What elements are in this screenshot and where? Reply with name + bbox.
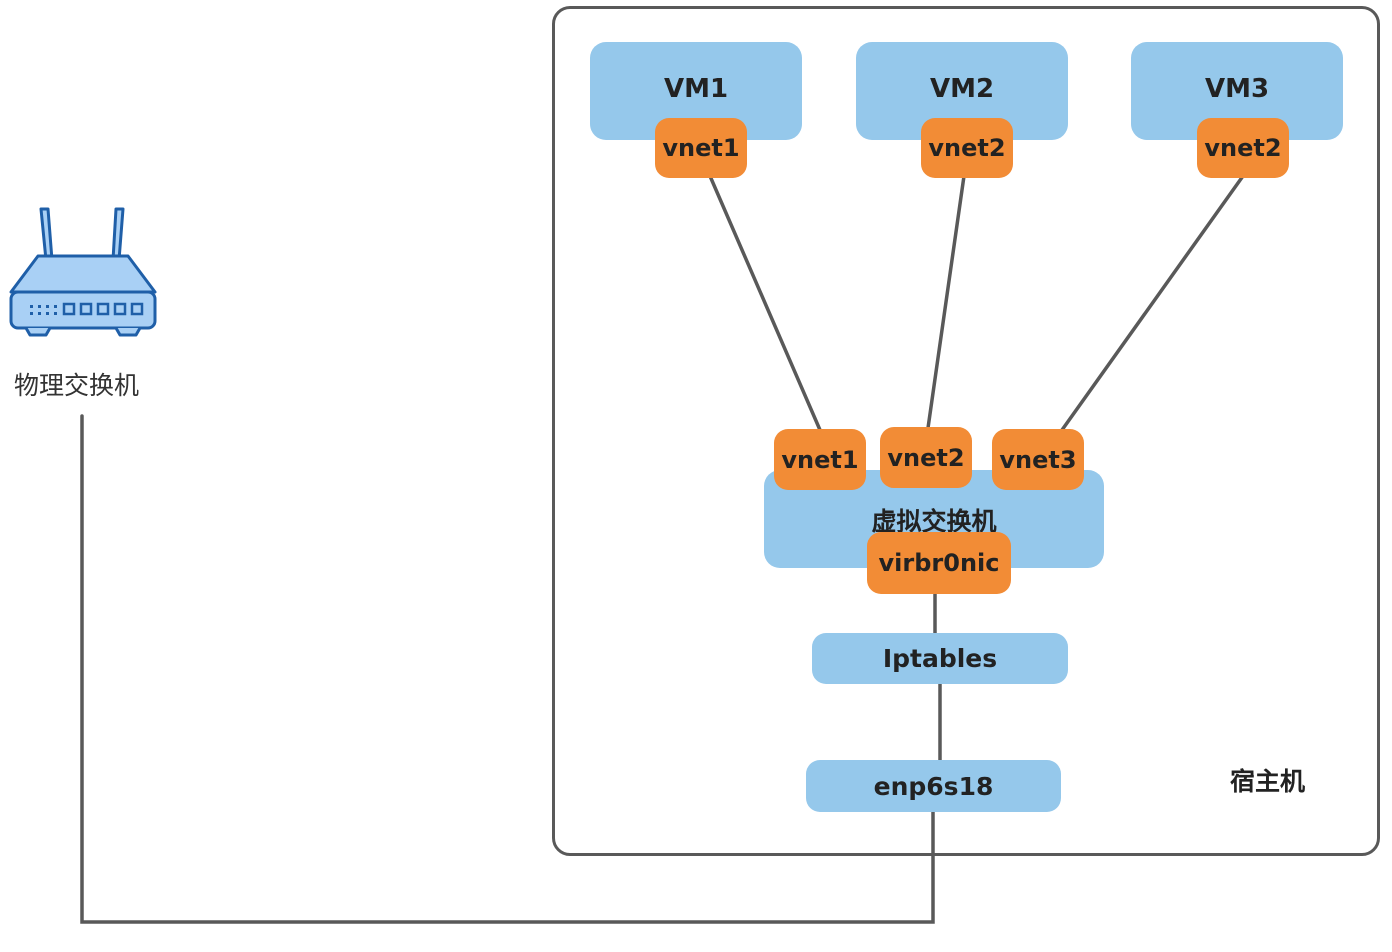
router-icon: [9, 207, 157, 337]
vm3-label: VM3: [1204, 74, 1270, 104]
switch-port-vnet2: vnet2: [880, 427, 972, 488]
vm3-nic: vnet2: [1197, 118, 1289, 178]
virbr0nic-port: virbr0nic: [867, 532, 1011, 594]
vm1-label: VM1: [663, 74, 729, 104]
vm2-nic: vnet2: [921, 118, 1013, 178]
link-enp-physical-switch: [80, 414, 935, 924]
host-label: 宿主机: [1230, 767, 1306, 796]
link-vm1-vnet1: [708, 174, 822, 432]
link-vm3-vnet3: [1060, 174, 1245, 432]
physical-nic-box: enp6s18: [806, 760, 1061, 812]
virtual-switch-label: 虚拟交换机: [871, 507, 997, 536]
iptables-box: Iptables: [812, 633, 1068, 684]
host-machine-box: [552, 6, 1380, 856]
switch-port-vnet1: vnet1: [774, 429, 866, 490]
switch-port-vnet3: vnet3: [992, 429, 1084, 490]
physical-switch-label: 物理交换机: [14, 371, 140, 400]
link-vm2-vnet2: [926, 174, 966, 430]
vm3-box: VM3: [1131, 42, 1343, 140]
vm1-nic: vnet1: [655, 118, 747, 178]
vm2-label: VM2: [929, 74, 995, 104]
